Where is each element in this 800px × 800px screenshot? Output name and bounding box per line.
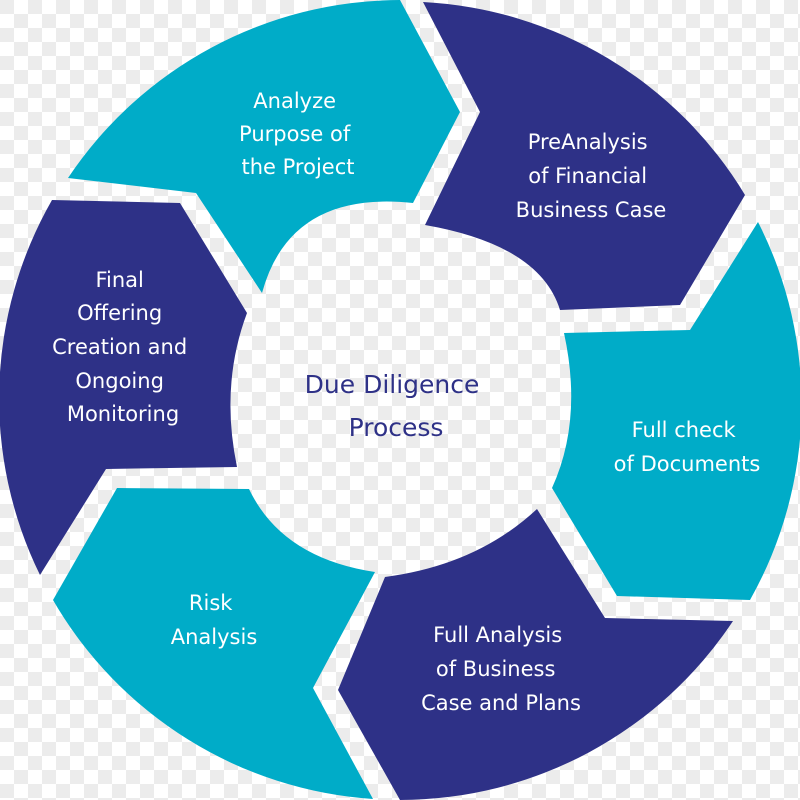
step-label-line: Purpose of (239, 122, 351, 146)
step-label-line: Business Case (516, 198, 667, 222)
step-segment-full-check-documents (552, 222, 800, 600)
step-label-line: Case and Plans (421, 691, 581, 715)
step-label-risk-analysis: Risk Analysis (171, 591, 258, 649)
step-label-final-offering: Final Offering Creation and Ongoing Moni… (52, 268, 194, 426)
diagram-title-line: Due Diligence (305, 370, 480, 399)
step-label-line: Monitoring (67, 402, 179, 426)
step-label-line: PreAnalysis (528, 130, 648, 154)
step-label-line: of Documents (614, 452, 761, 476)
step-label-line: Final (95, 268, 143, 292)
step-label-preanalysis-financial: PreAnalysis of Financial Business Case (516, 130, 667, 222)
step-segment-preanalysis-financial (423, 2, 745, 310)
step-label-line: Creation and (52, 335, 187, 359)
step-label-line: Analysis (171, 625, 258, 649)
step-label-line: the Project (242, 155, 355, 179)
diagram-title-line: Process (349, 413, 444, 442)
diagram-title: Due Diligence Process (305, 370, 488, 442)
step-label-line: Full Analysis (433, 623, 562, 647)
step-label-line: Analyze (253, 89, 336, 113)
step-label-line: Offering (77, 301, 162, 325)
step-label-full-check-documents: Full check of Documents (614, 418, 761, 476)
step-segment-final-offering (0, 200, 247, 575)
step-label-analyze-purpose: Analyze Purpose of the Project (239, 89, 357, 179)
step-label-line: Risk (189, 591, 233, 615)
step-label-line: Full check (632, 418, 737, 442)
step-segment-full-analysis-business (338, 509, 733, 800)
step-label-full-analysis-business: Full Analysis of Business Case and Plans (421, 623, 581, 715)
step-segment-analyze-purpose (68, 0, 460, 293)
step-segment-risk-analysis (53, 488, 375, 799)
step-label-line: of Financial (528, 164, 647, 188)
step-label-line: Ongoing (75, 369, 164, 393)
step-label-line: of Business (436, 657, 556, 681)
